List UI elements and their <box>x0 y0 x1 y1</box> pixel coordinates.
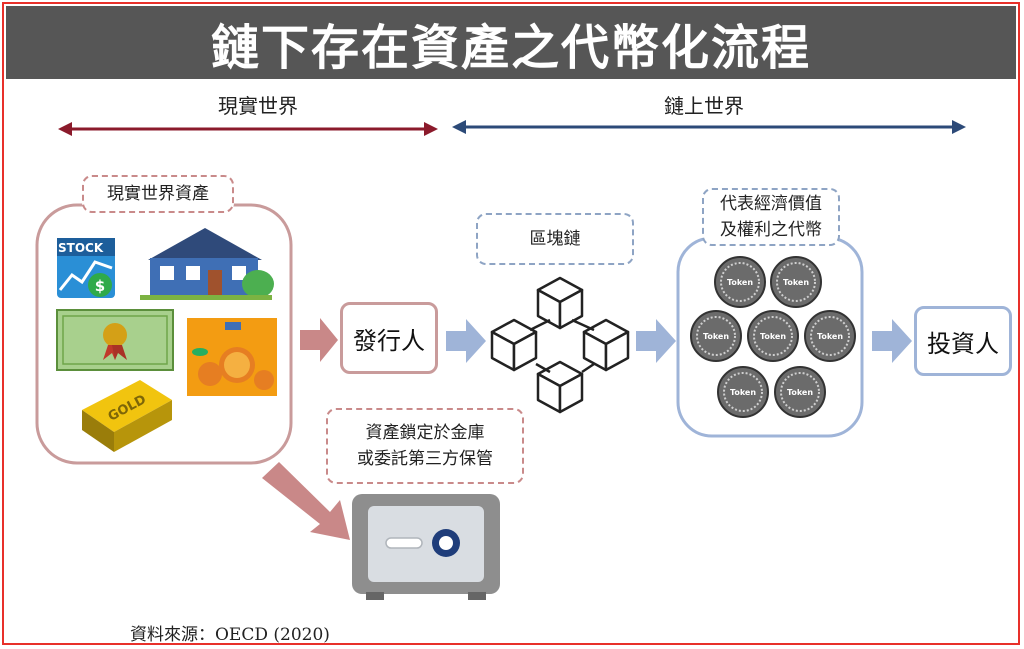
gold-bar-icon: GOLD <box>82 380 172 452</box>
investor-label: 投資人 <box>927 329 999 358</box>
arrow-assets-to-issuer <box>300 318 338 362</box>
stock-icon: $ <box>57 238 115 298</box>
arrow-assets-to-vault <box>262 462 350 540</box>
token-coin-7: Token <box>774 366 826 418</box>
custody-line-2: 或委託第三方保管 <box>357 449 493 469</box>
house-icon <box>140 228 274 300</box>
token-label: Token <box>730 388 756 397</box>
vault-icon <box>352 494 500 600</box>
token-label: Token <box>783 278 809 287</box>
token-coin-1: Token <box>714 256 766 308</box>
blockchain-icon <box>490 276 630 414</box>
banknote-icon <box>56 309 174 371</box>
investor-box: 投資人 <box>914 306 1012 376</box>
arrow-blockchain-to-tokens <box>636 319 676 363</box>
real-world-span-arrow <box>58 122 438 136</box>
token-label: Token <box>760 332 786 341</box>
blockchain-label: 區塊鏈 <box>476 213 634 265</box>
token-label: Token <box>817 332 843 341</box>
arrow-tokens-to-investor <box>872 319 912 363</box>
token-coin-2: Token <box>770 256 822 308</box>
token-coin-4: Token <box>747 310 799 362</box>
onchain-world-label: 鏈上世界 <box>664 94 744 118</box>
token-label: Token <box>727 278 753 287</box>
diagram-title: 鏈下存在資產之代幣化流程 <box>6 6 1016 79</box>
issuer-box: 發行人 <box>340 302 438 374</box>
token-value-line-1: 代表經濟價值 <box>720 194 822 214</box>
orange-juice-icon <box>187 318 277 396</box>
custody-label: 資產鎖定於金庫 或委託第三方保管 <box>326 408 524 484</box>
token-value-line-2: 及權利之代幣 <box>720 220 822 240</box>
svg-text:$: $ <box>95 277 105 295</box>
token-label: Token <box>787 388 813 397</box>
token-coin-5: Token <box>804 310 856 362</box>
stock-label: STOCK <box>58 241 104 255</box>
token-value-label: 代表經濟價值 及權利之代幣 <box>702 188 840 246</box>
token-coin-3: Token <box>690 310 742 362</box>
token-label: Token <box>703 332 729 341</box>
arrow-issuer-to-blockchain <box>446 319 486 363</box>
source-note: 資料來源：OECD (2020) <box>130 625 330 645</box>
real-assets-label: 現實世界資產 <box>82 175 234 213</box>
custody-line-1: 資產鎖定於金庫 <box>365 423 485 443</box>
issuer-label: 發行人 <box>353 326 425 355</box>
token-coin-6: Token <box>717 366 769 418</box>
onchain-span-arrow <box>452 120 966 134</box>
real-world-label: 現實世界 <box>218 94 298 118</box>
